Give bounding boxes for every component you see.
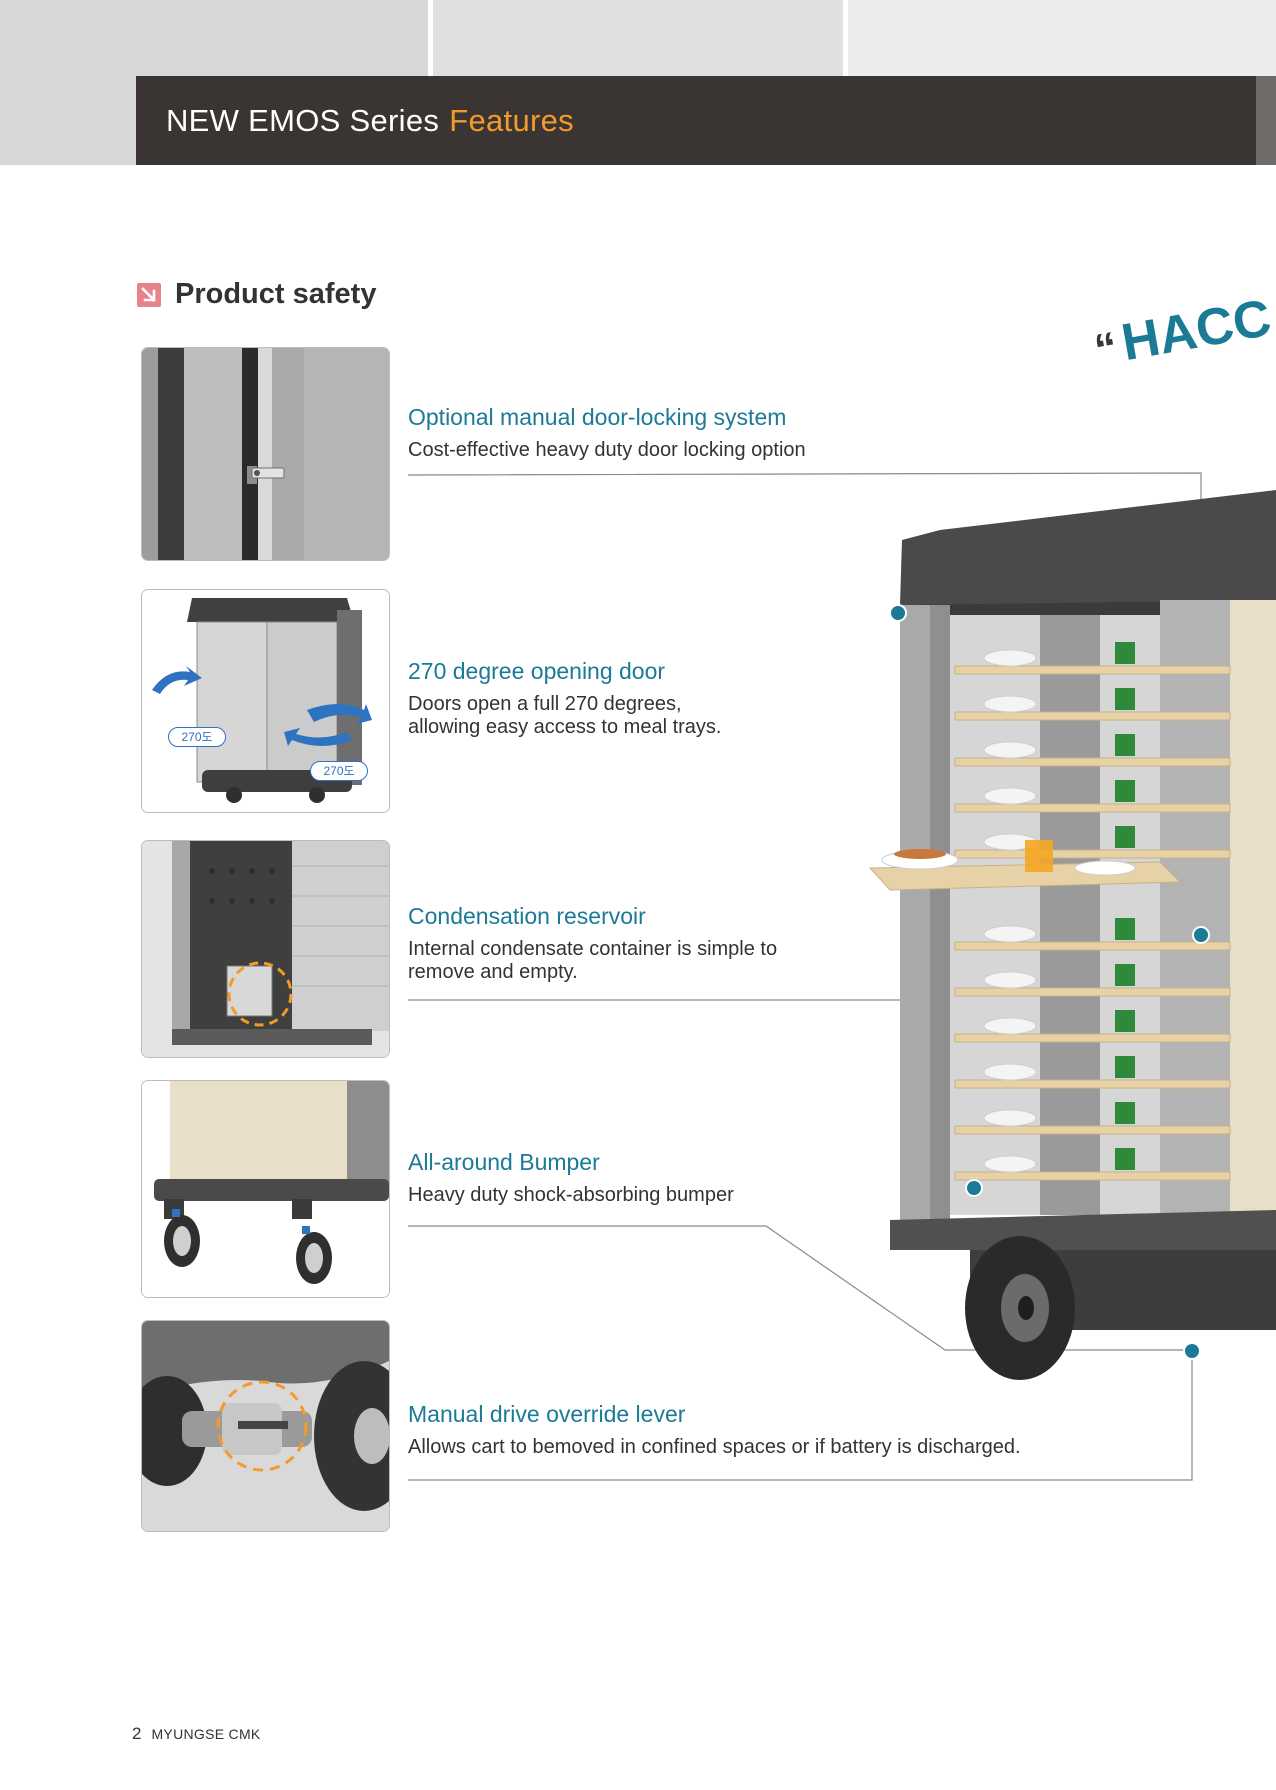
quote-mark: “ [1090,322,1122,376]
top-tab-1 [0,0,428,76]
feature-bumper: All-around Bumper Heavy duty shock-absor… [408,1149,734,1207]
section-title: Product safety [175,278,377,310]
feature-description: Internal condensate container is simple … [408,938,778,983]
header-left-band [0,76,136,165]
feature-title: Manual drive override lever [408,1401,686,1427]
bumper-thumbnail [141,1080,390,1298]
condensation-reservoir-thumbnail [141,840,390,1058]
door-lock-thumbnail [141,347,390,561]
page-footer: 2 MYUNGSE CMK [132,1724,261,1744]
drive-lever-thumbnail [141,1320,390,1532]
rotation-label-right: 270도 [310,761,368,781]
feature-description: Cost-effective heavy duty door locking o… [408,439,806,461]
page-title-accent: Features [449,102,574,138]
feature-description: Heavy duty shock-absorbing bumper [408,1184,734,1206]
haccp-banner-fragment: “HACC [1090,288,1276,378]
haccp-text: HACC [1117,288,1276,373]
meal-cart-illustration [860,490,1276,1420]
top-tab-3 [848,0,1276,76]
feature-title: Condensation reservoir [408,903,646,929]
rotation-label-left: 270도 [168,727,226,747]
feature-title: 270 degree opening door [408,658,666,684]
feature-door-locking: Optional manual door-locking system Cost… [408,404,806,462]
header-edge [1256,76,1276,165]
feature-title: Optional manual door-locking system [408,404,787,430]
page-number: 2 [132,1724,142,1743]
feature-title: All-around Bumper [408,1149,600,1175]
opening-door-thumbnail: 270도 270도 [141,589,390,813]
feature-drive-override: Manual drive override lever Allows cart … [408,1401,1021,1459]
arrow-down-right-icon [137,282,161,307]
feature-description: Allows cart to bemoved in confined space… [408,1436,1021,1458]
feature-description: Doors open a full 270 degrees, allowing … [408,693,722,738]
footer-brand: MYUNGSE CMK [151,1726,261,1742]
feature-condensation-reservoir: Condensation reservoir Internal condensa… [408,903,777,984]
section-heading: Product safety [137,278,376,311]
page-title-main: NEW EMOS Series [166,102,440,138]
feature-270-door: 270 degree opening door Doors open a ful… [408,658,721,739]
top-tab-2 [433,0,843,76]
